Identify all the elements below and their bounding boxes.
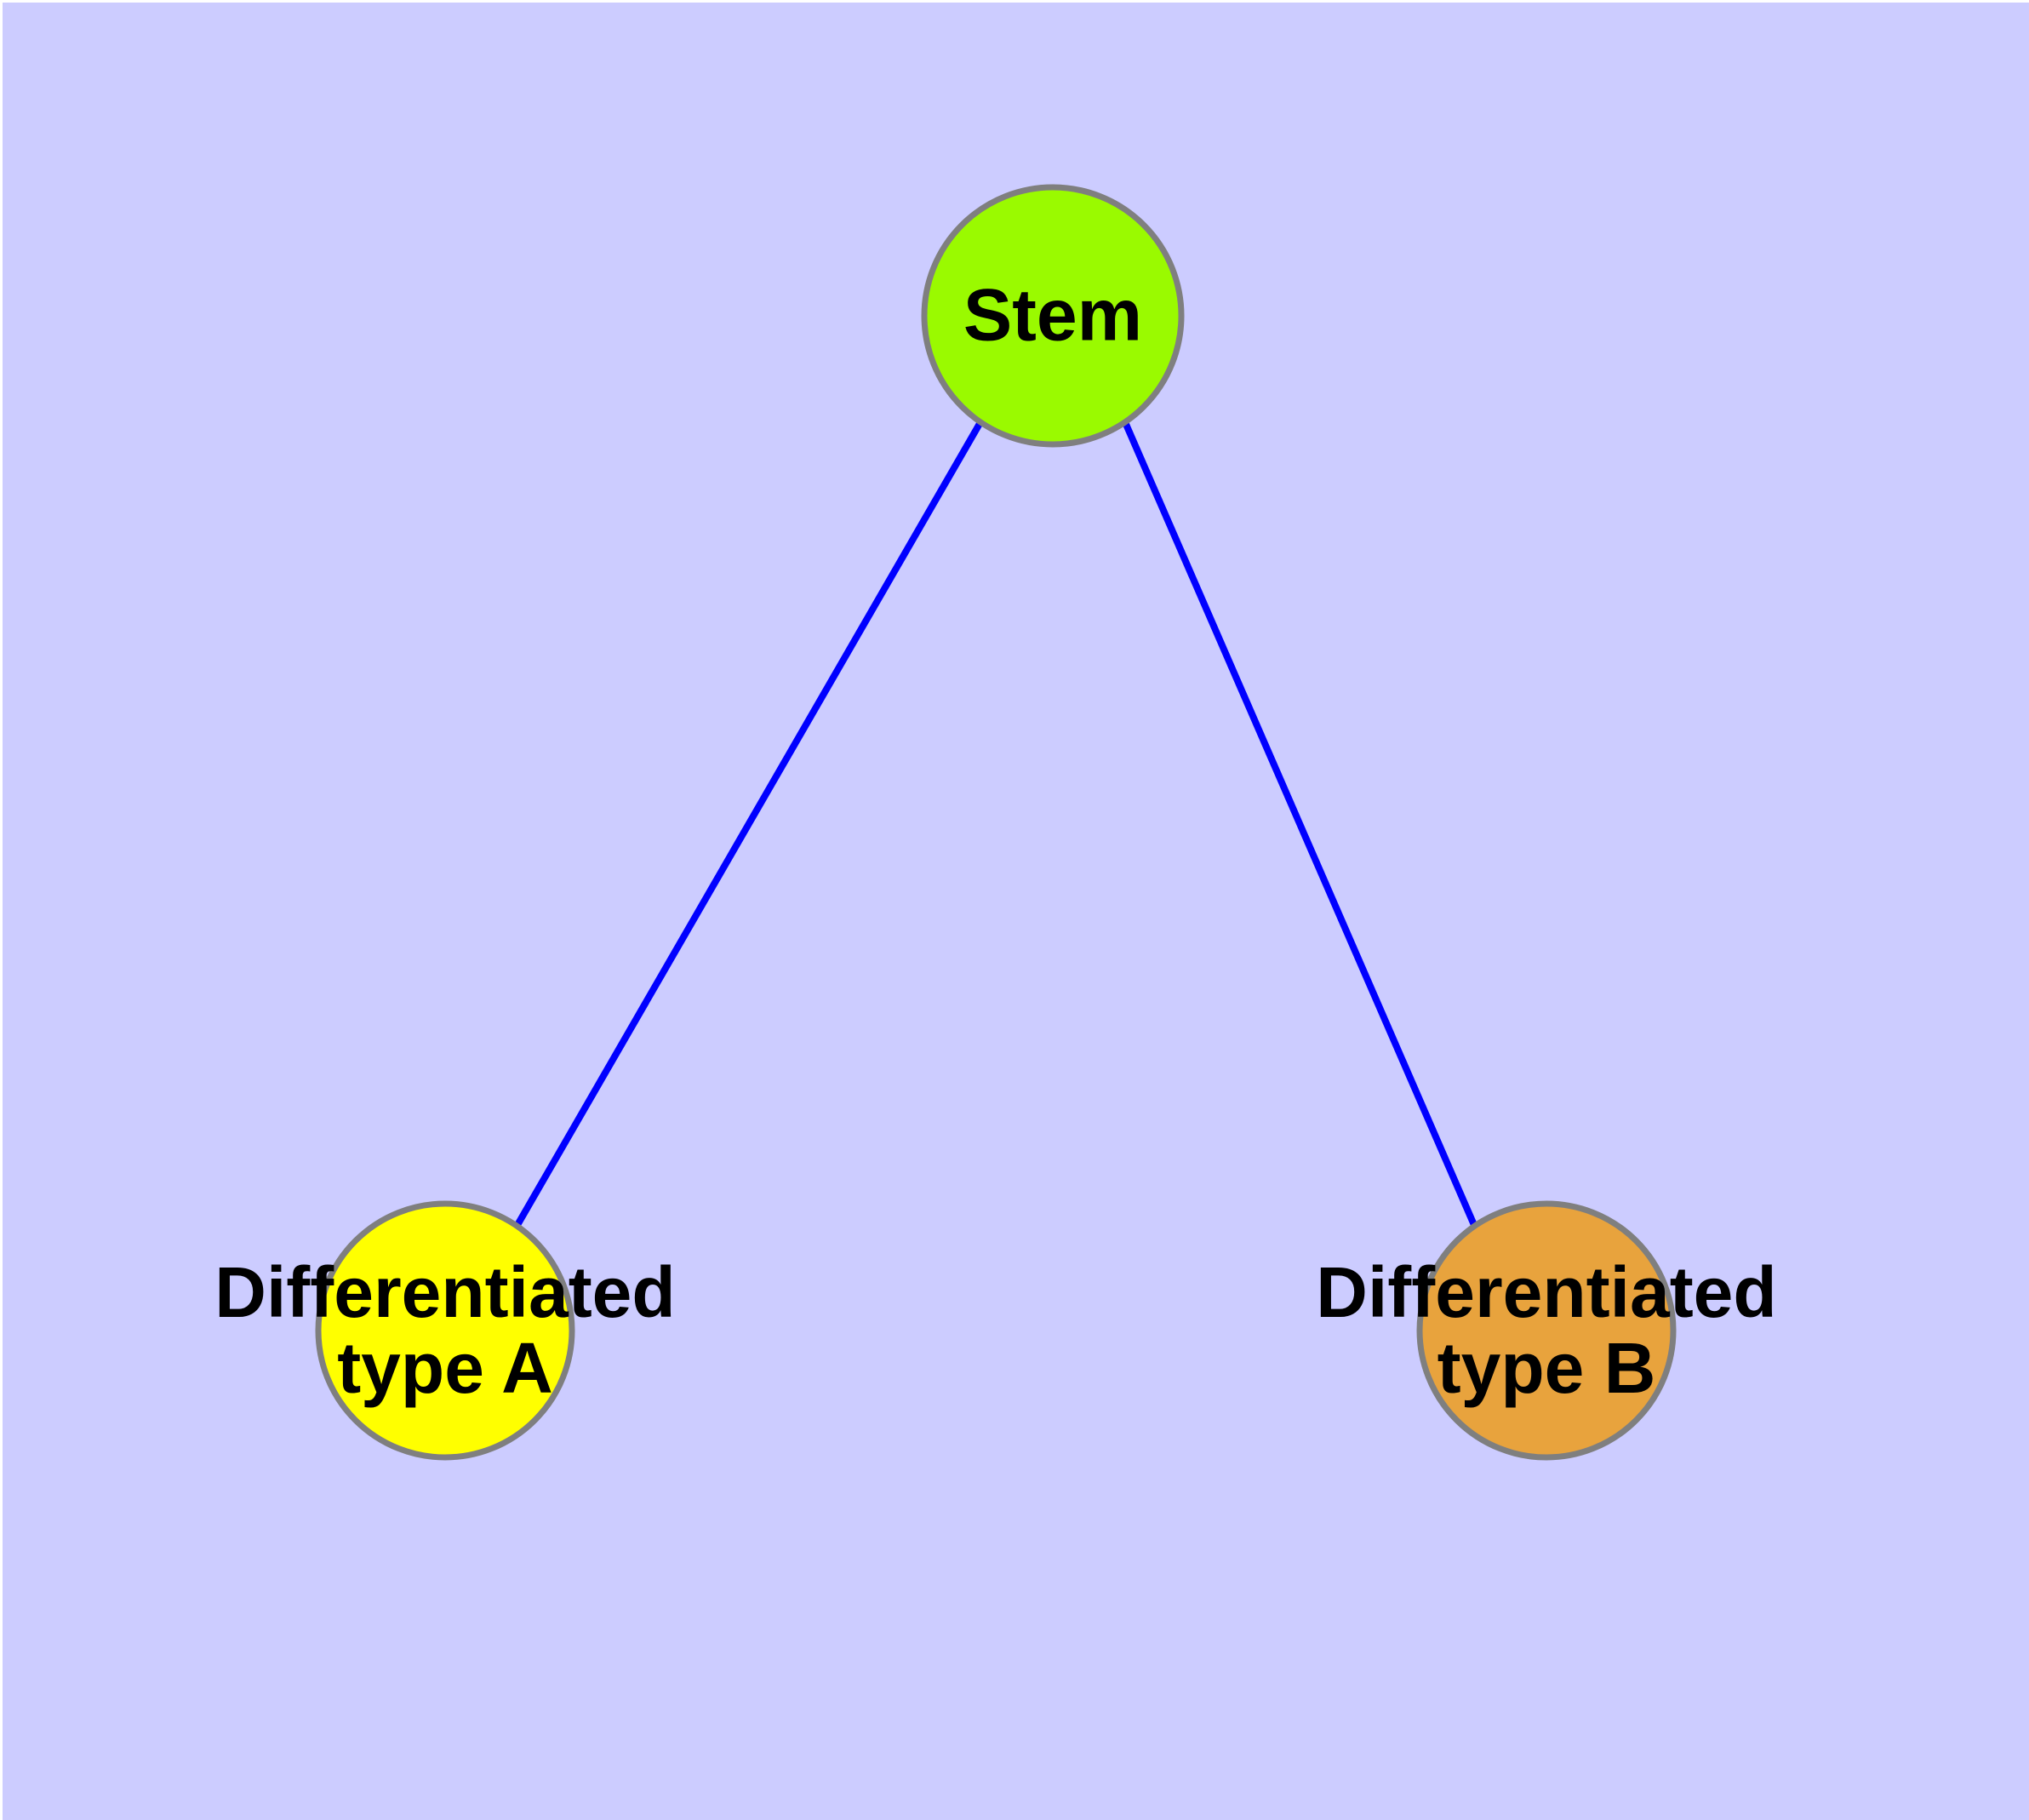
edge-stem-to-diff-b[interactable] xyxy=(1122,421,1477,1227)
edge-stem-to-diff-a[interactable] xyxy=(514,421,984,1227)
node-stem[interactable] xyxy=(921,184,1185,448)
graph-svg xyxy=(315,184,1677,1461)
node-layer xyxy=(315,184,1677,1461)
node-differentiated-type-a[interactable] xyxy=(315,1200,575,1461)
edge-layer xyxy=(514,421,1477,1227)
node-differentiated-type-b[interactable] xyxy=(1416,1200,1677,1461)
